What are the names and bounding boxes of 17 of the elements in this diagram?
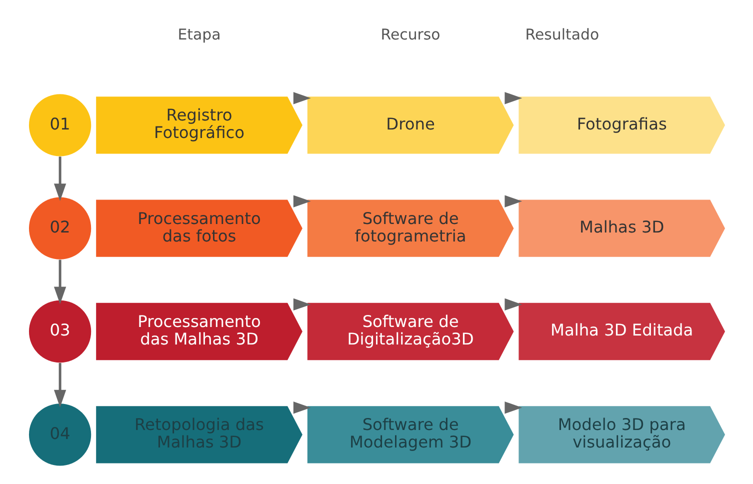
arrow [504, 92, 522, 104]
arrow [53, 260, 66, 304]
node-circle: 03 [28, 300, 91, 363]
arrow [292, 195, 310, 208]
label: Etapa [177, 26, 220, 44]
arrow [504, 195, 522, 208]
arrow [53, 362, 66, 408]
arrow [53, 156, 66, 201]
arrow [504, 298, 522, 311]
arrow [292, 92, 310, 104]
arrow [292, 402, 310, 414]
node-circle: 01 [28, 94, 91, 156]
arrow [504, 402, 522, 414]
arrow [292, 298, 310, 311]
label: Recurso [380, 26, 440, 44]
node-circle: 02 [28, 197, 91, 260]
label: Resultado [524, 26, 599, 44]
